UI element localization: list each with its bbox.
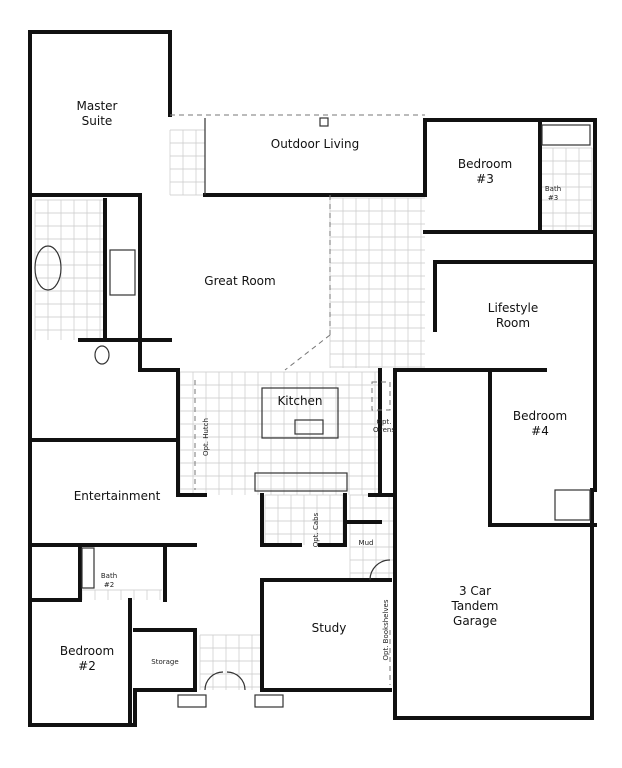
door-swing [369,559,391,581]
storage-label: Storage [151,658,178,666]
opt-hutch-label: Opt. Hutch [202,418,210,456]
interior-walls [28,118,597,727]
water-heater-icon [554,489,591,521]
outdoor-living-label: Outdoor Living [271,137,359,151]
bathtub-icon [541,124,591,146]
bathtub-icon [81,547,95,589]
porch-column [254,694,284,708]
opt-cabs-label: Opt. Cabs [312,512,320,547]
opt-ovens-label: Opt.Ovens [373,418,395,434]
toilet-icon [94,345,110,365]
front-door [204,671,246,691]
bath-3-label: Bath#3 [545,185,561,202]
porch-column [177,694,207,708]
study-label: Study [312,621,347,635]
kitchen-island [261,387,339,439]
exterior-walls [28,30,597,727]
bedroom-4-label: Bedroom#4 [513,409,567,438]
fixtures [34,124,591,708]
cooktop-counter [254,472,348,492]
bedroom-3-label: Bedroom#3 [458,157,512,186]
bedroom-2-label: Bedroom#2 [60,644,114,673]
outdoor-living-outline [170,114,425,195]
sink-icon [294,419,324,435]
bath-2-label: Bath#2 [101,572,117,589]
bathtub-icon [34,245,62,291]
kitchen-label: Kitchen [277,394,322,408]
mud-label: Mud [359,539,374,547]
entertainment-label: Entertainment [74,489,161,503]
great-room-label: Great Room [204,274,275,288]
shower-icon [109,249,136,296]
opt-bookshelves-label: Opt. Bookshelves [382,599,390,660]
tiled-floor-areas [34,129,593,690]
